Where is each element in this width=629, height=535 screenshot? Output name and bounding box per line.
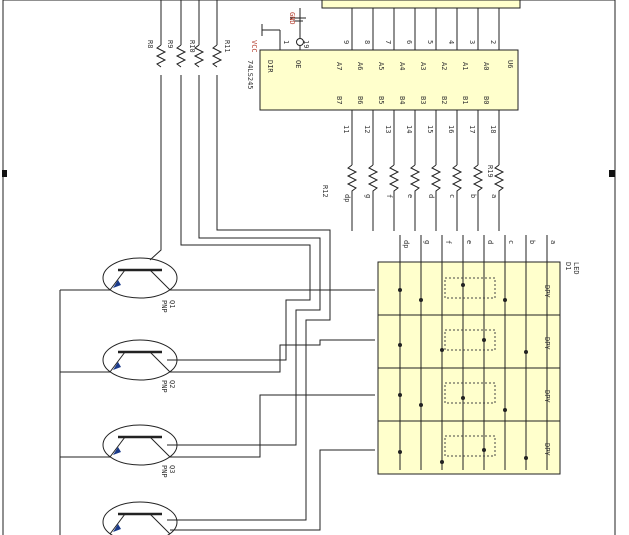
led-display-d1 (377, 235, 561, 475)
b-pin-label: B2 (440, 96, 448, 104)
b-pin-label: B4 (398, 96, 406, 104)
display-seg-label: a (549, 240, 557, 244)
display-ref-label: D1 (564, 262, 572, 270)
b-pin-label: B6 (356, 96, 364, 104)
digit-label: DPY (543, 337, 551, 350)
resistor-top-label: R9 (166, 40, 174, 48)
b-pin-number: 16 (447, 125, 455, 133)
b-pin-label: B1 (461, 96, 469, 104)
a-pin-number: 4 (447, 40, 455, 44)
vcc-label: VCC (250, 40, 258, 53)
seg-net-label: e (406, 194, 414, 198)
b-pin-number: 15 (426, 125, 434, 133)
top-chip-body (321, 0, 521, 9)
schematic-labels: VCC GND 1 19 DIR OE 74LS245 U6 A7 A6 A5 … (146, 12, 580, 478)
seg-net-label: g (364, 194, 372, 198)
ic-b-pin-leads (351, 110, 500, 165)
digit-label: DPY (543, 443, 551, 456)
resistor-seg-label: R19 (486, 165, 494, 178)
gnd-label: GND (288, 12, 296, 25)
ic-ref-label: U6 (506, 60, 514, 68)
sheet-border (2, 0, 616, 535)
base-drive-wires (149, 75, 331, 521)
seg-net-label: d (427, 194, 435, 198)
b-pin-number: 13 (384, 125, 392, 133)
transistor-ref-label: Q2 (168, 380, 176, 388)
resistor-seg-label: R12 (321, 185, 329, 198)
display-seg-label: f (444, 240, 452, 244)
seg-net-label: c (448, 194, 456, 198)
transistor-type-label: PNP (160, 300, 168, 313)
b-pin-number: 11 (342, 125, 350, 133)
seg-net-label: dp (343, 194, 351, 202)
a-pin-label: A2 (440, 62, 448, 70)
display-type-label: LED (572, 262, 580, 275)
border-tick-right (609, 170, 615, 177)
display-seg-label: e (465, 240, 473, 244)
a-pin-label: A5 (377, 62, 385, 70)
b-pin-number: 17 (468, 125, 476, 133)
transistor-type-label: PNP (160, 380, 168, 393)
oe-pin-label: OE (294, 60, 302, 68)
resistor-top-label: R10 (188, 40, 196, 53)
a-pin-label: A3 (419, 62, 427, 70)
resistor-bank-top (155, 0, 223, 68)
seg-net-label: b (469, 194, 477, 198)
resistor-top-label: R8 (146, 40, 154, 48)
a-pin-label: A1 (461, 62, 469, 70)
transistor-q2 (60, 339, 375, 381)
ic-control-pins (261, 8, 306, 50)
dir-pin-label: DIR (266, 60, 274, 73)
display-seg-label: g (423, 240, 431, 244)
digit-label: DPY (543, 285, 551, 298)
a-pin-label: A7 (335, 62, 343, 70)
b-pin-label: B5 (377, 96, 385, 104)
b-pin-label: B0 (482, 96, 490, 104)
ic-part-label: 74LS245 (246, 60, 254, 90)
a-pin-number: 6 (405, 40, 413, 44)
a-pin-number: 3 (468, 40, 476, 44)
a-pin-number: 2 (489, 40, 497, 44)
top-chip-pins (351, 8, 500, 35)
transistor-q4 (102, 449, 375, 535)
pin19-label: 19 (302, 40, 310, 48)
b-pin-number: 12 (363, 125, 371, 133)
b-pin-label: B3 (419, 96, 427, 104)
a-pin-number: 9 (342, 40, 350, 44)
border-tick-left (2, 170, 7, 177)
display-seg-label: dp (402, 240, 410, 248)
digit-label: DPY (543, 390, 551, 403)
a-pin-number: 7 (384, 40, 392, 44)
a-pin-label: A6 (356, 62, 364, 70)
b-pin-number: 14 (405, 125, 413, 133)
transistor-q3 (60, 394, 375, 466)
transistor-ref-label: Q3 (168, 465, 176, 473)
a-pin-label: A0 (482, 62, 490, 70)
a-pin-label: A4 (398, 62, 406, 70)
seg-net-label: a (490, 194, 498, 198)
transistor-type-label: PNP (160, 465, 168, 478)
display-seg-label: c (507, 240, 515, 244)
a-pin-number: 8 (363, 40, 371, 44)
pin1-label: 1 (282, 40, 290, 44)
display-seg-label: d (486, 240, 494, 244)
transistor-q1 (60, 257, 375, 299)
display-seg-label: b (528, 240, 536, 244)
transistor-ref-label: Q1 (168, 300, 176, 308)
seg-net-label: f (385, 194, 393, 198)
b-pin-number: 18 (489, 125, 497, 133)
resistor-top-label: R11 (223, 40, 231, 53)
ic-a-pin-leads (351, 35, 500, 50)
resistor-bank-segments (346, 164, 505, 231)
a-pin-number: 5 (426, 40, 434, 44)
b-pin-label: B7 (335, 96, 343, 104)
ic-74ls245-body (259, 49, 519, 111)
